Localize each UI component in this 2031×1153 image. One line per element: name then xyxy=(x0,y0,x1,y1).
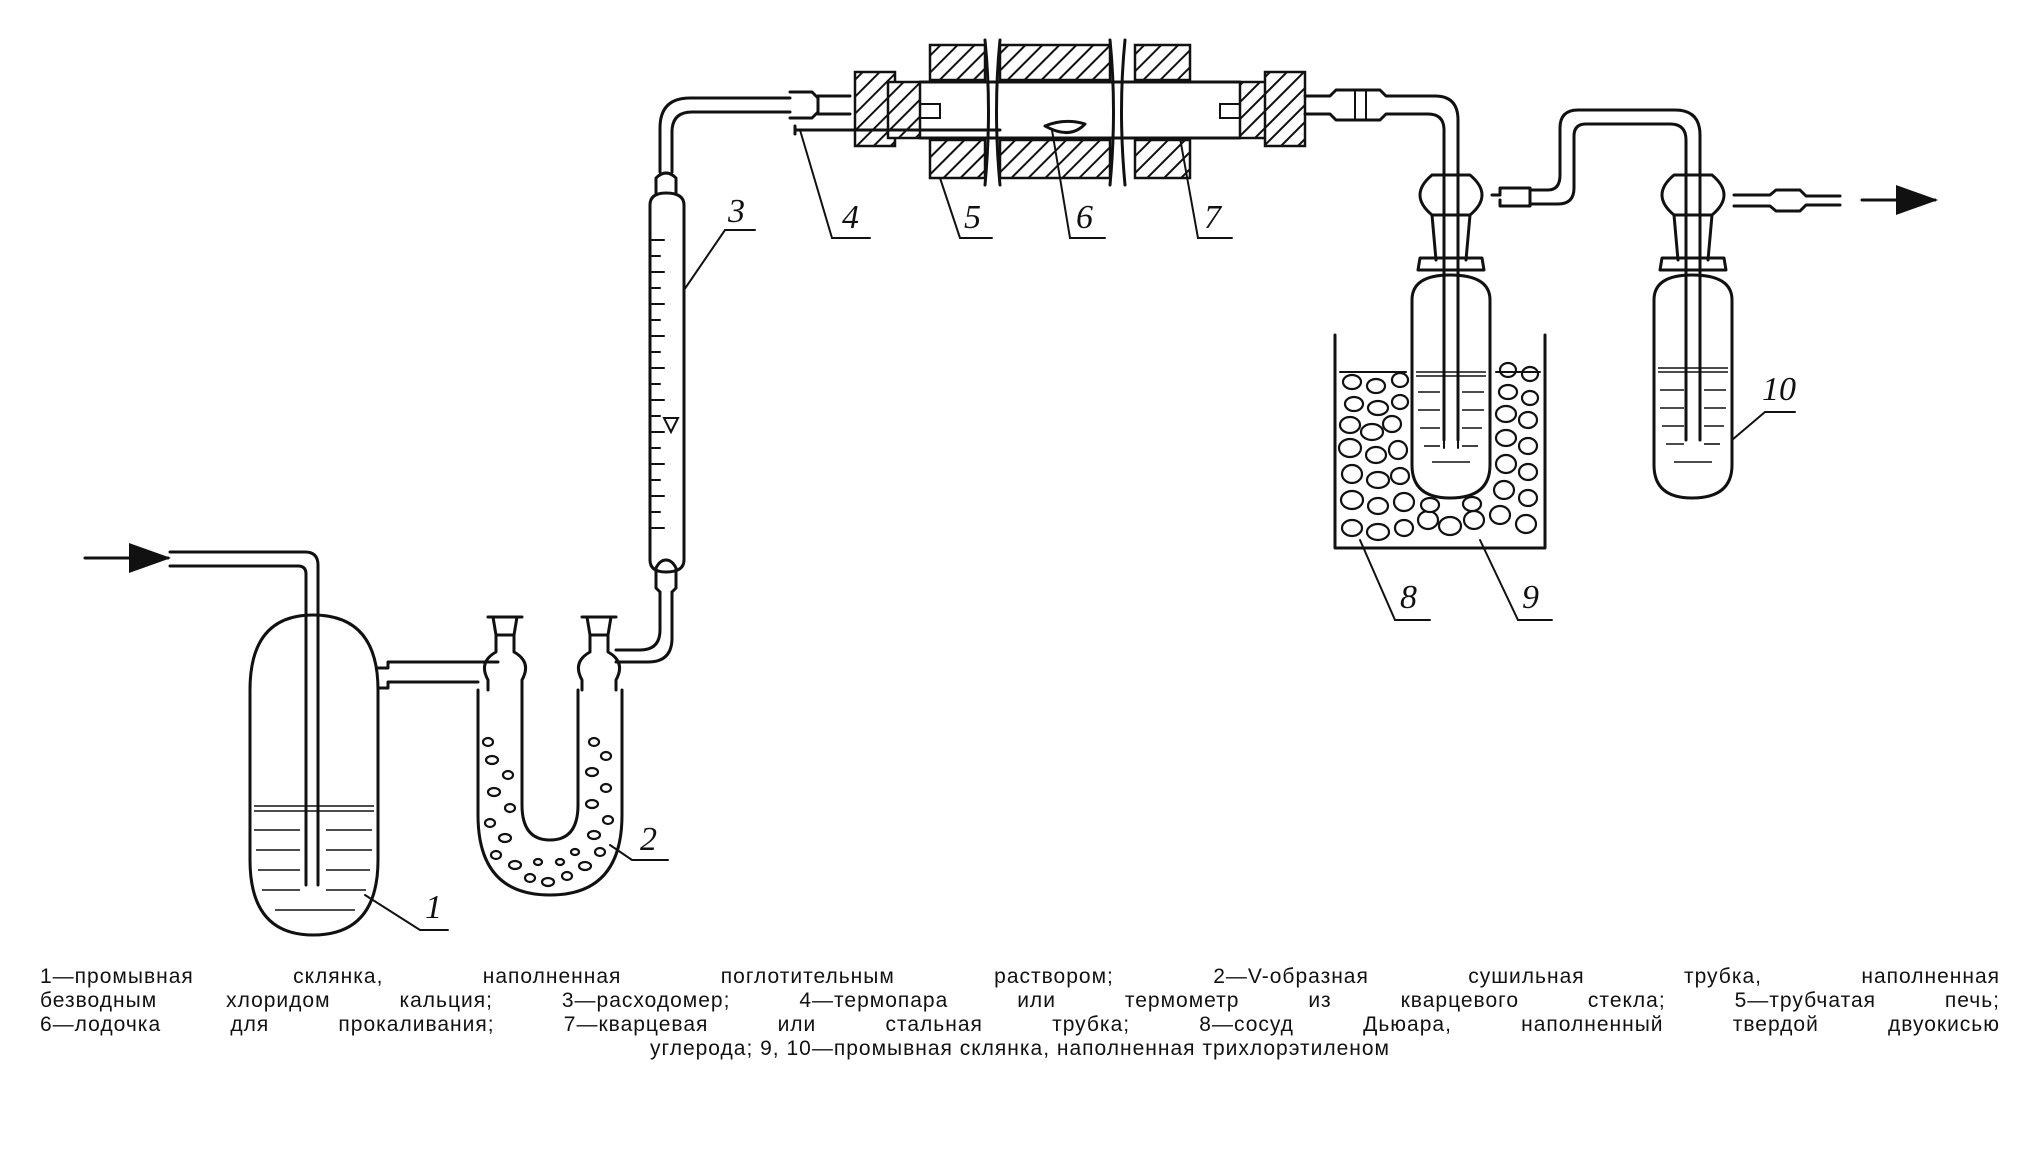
flowmeter-3 xyxy=(648,96,792,594)
label-4: 4 xyxy=(842,199,859,236)
u-drying-tube-2 xyxy=(476,590,674,897)
wash-bottle-10 xyxy=(1652,173,1842,500)
caption-line-4: углерода; 9, 10—промывная склянка, напол… xyxy=(650,1037,1390,1060)
wash-bottle-9 xyxy=(1410,173,1532,500)
outlet-tubing xyxy=(1303,88,1460,442)
label-8: 8 xyxy=(1400,579,1417,616)
label-9: 9 xyxy=(1522,579,1539,616)
label-1: 1 xyxy=(425,889,442,926)
label-10: 10 xyxy=(1762,371,1796,408)
tube-furnace-5 xyxy=(788,38,1307,187)
label-6: 6 xyxy=(1076,199,1093,236)
figure-caption: 1—промывная склянка, наполненная поглоти… xyxy=(40,965,2000,1061)
label-7: 7 xyxy=(1204,199,1223,236)
apparatus-diagram: 1 2 3 4 5 6 7 8 9 10 xyxy=(83,38,1938,937)
leader-lines xyxy=(364,129,1796,931)
dewar-vessel-8 xyxy=(1333,333,1547,550)
label-3: 3 xyxy=(727,193,745,230)
label-5: 5 xyxy=(964,199,981,236)
label-2: 2 xyxy=(640,821,657,858)
connector-9-10 xyxy=(1528,108,1702,442)
caption-line-3: 6—лодочка для прокаливания; 7—кварцевая … xyxy=(40,1013,2000,1036)
caption-line-2: безводным хлоридом кальция; 3—расходомер… xyxy=(40,989,2000,1012)
caption-line-1: 1—промывная склянка, наполненная поглоти… xyxy=(40,965,2000,988)
wash-bottle-1 xyxy=(168,550,500,937)
boat-6 xyxy=(1043,119,1087,134)
